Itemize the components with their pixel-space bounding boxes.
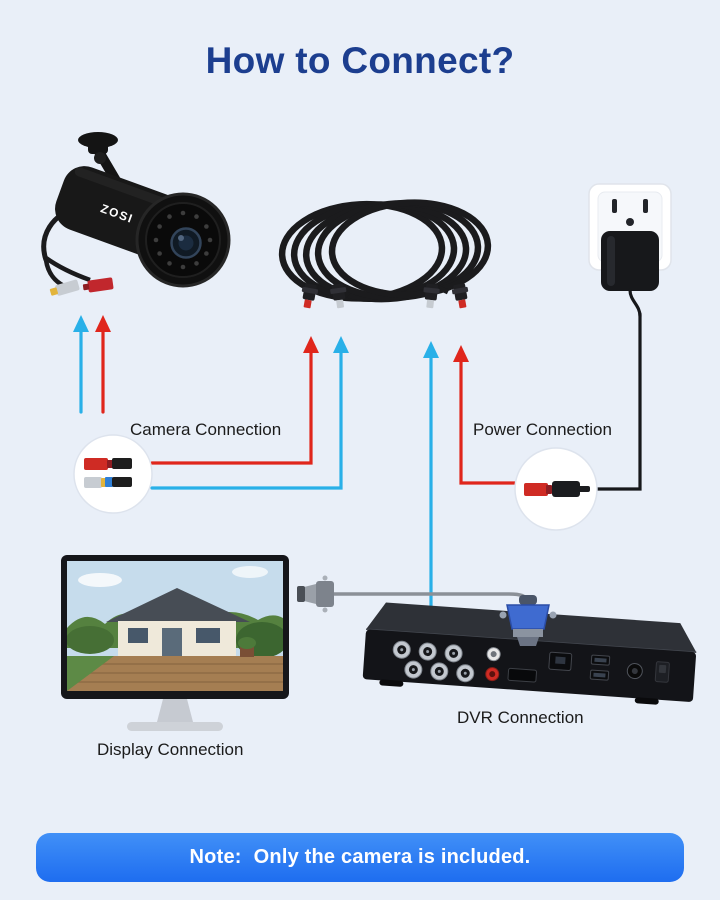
- cable-left-video-arrow-icon: [333, 336, 349, 353]
- cable-left-video-line: [150, 350, 343, 490]
- power-red-line: [459, 359, 518, 485]
- power-connection-detail: [514, 447, 598, 531]
- dvr-bnc-ports: [392, 640, 475, 683]
- outlet-ground-hole: [626, 218, 634, 226]
- cable-right-bnc-connector: [423, 283, 440, 309]
- outlet-slot: [612, 199, 617, 213]
- camera-power-arrow-icon: [95, 315, 111, 332]
- cable-left-power-arrow-icon: [303, 336, 319, 353]
- cable-left-power-connector: [301, 283, 319, 309]
- camera-connection-detail: [73, 434, 153, 514]
- cable-right-power-arrow-icon: [453, 345, 469, 362]
- cable-left-bnc-connector: [330, 283, 347, 309]
- camera-video-arrow-icon: [73, 315, 89, 332]
- adapter-power-line: [594, 312, 642, 491]
- monitor-stand: [157, 699, 193, 722]
- cable-right-power-connector: [451, 283, 469, 309]
- power-adapter-illustration: [601, 231, 659, 318]
- note-text: Only the camera is included.: [253, 846, 531, 868]
- monitor-illustration: [61, 555, 289, 731]
- camera-illustration: ZOSI: [41, 132, 231, 296]
- vga-connector-icon: [297, 575, 334, 613]
- note-banner: Note: Only the camera is included.: [36, 833, 684, 882]
- connection-lines: [73, 312, 642, 643]
- dvr-connection-label: DVR Connection: [457, 708, 584, 727]
- coiled-cable-illustration: [278, 199, 492, 309]
- cable-right-video-arrow-icon: [423, 341, 439, 358]
- dvr-hdmi-port: [507, 667, 537, 683]
- vga-connector-dvr: [499, 595, 557, 646]
- camera-connection-label: Camera Connection: [130, 420, 282, 439]
- cable-left-power-line: [150, 350, 313, 465]
- page-title: How to Connect?: [205, 40, 515, 81]
- monitor-base: [127, 722, 223, 731]
- power-connection-label: Power Connection: [473, 420, 612, 439]
- note-prefix: Note:: [189, 846, 242, 868]
- dvr-illustration: [362, 602, 697, 705]
- display-connection-label: Display Connection: [97, 740, 244, 759]
- outlet-slot: [643, 199, 648, 213]
- monitor-screen-image: [67, 561, 283, 691]
